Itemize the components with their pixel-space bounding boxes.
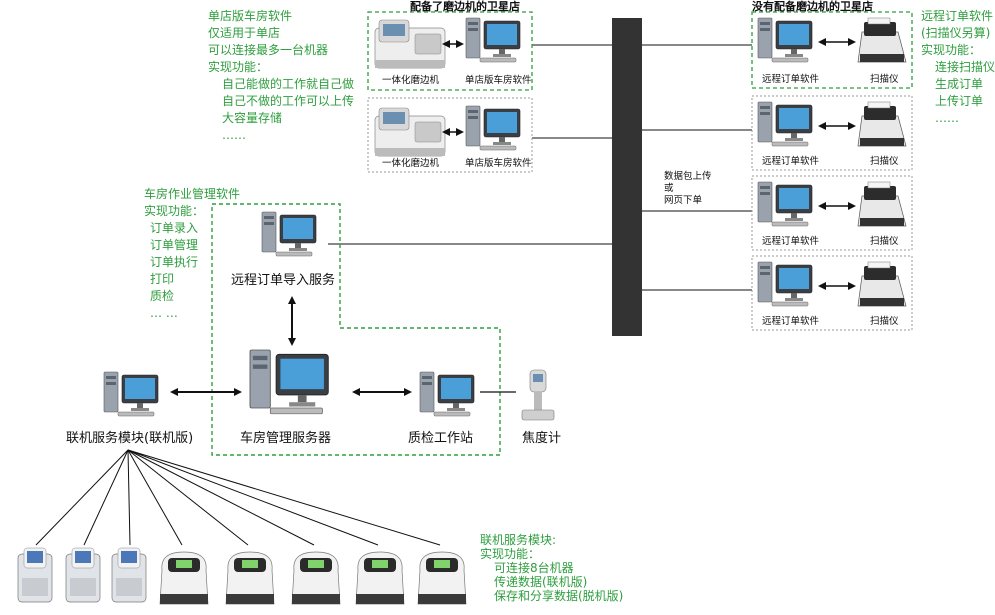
pc-label: 单店版车房软件 [465, 157, 532, 169]
svg-text:自己能做的工作就自己做: 自己能做的工作就自己做 [222, 76, 354, 91]
shop-with-edger-group-2 [367, 97, 533, 173]
svg-text:上传订单: 上传订单 [935, 93, 983, 108]
svg-text:订单执行: 订单执行 [150, 255, 198, 269]
small-edger-machine [111, 547, 147, 603]
remote-order-pc [757, 17, 813, 63]
online-module-note: 联机服务模块: 实现功能： 可连接8台机器 传递数据(联机版) 保存和分享数据(… [480, 532, 623, 603]
large-edger-machine [291, 551, 341, 605]
scanner-label: 扫描仪 [870, 315, 899, 327]
remote-order-pc [757, 261, 813, 307]
remote-order-label: 远程订单软件 [762, 73, 820, 85]
remote-order-note: 远程订单软件 (扫描仪另算) 实现功能： 连接扫描仪 生成订单 上传订单 …… [921, 8, 995, 125]
svg-text:实现功能：: 实现功能： [208, 59, 268, 74]
backbone-bar [612, 18, 642, 336]
svg-text:质检: 质检 [150, 288, 174, 303]
online-module-label: 联机服务模块(联机版) [66, 430, 193, 446]
shop-with-edger-title: 配备了磨边机的卫星店 [410, 0, 520, 13]
workshop-server-pc [249, 349, 330, 415]
svg-text:可以连接最多一台机器: 可以连接最多一台机器 [208, 42, 328, 57]
svg-text:订单管理: 订单管理 [150, 237, 198, 252]
svg-text:实现功能：: 实现功能： [480, 546, 540, 561]
scanner-label: 扫描仪 [870, 155, 899, 167]
backbone-links [328, 44, 752, 291]
svg-text:实现功能：: 实现功能： [144, 203, 204, 218]
remote-import-label: 远程订单导入服务 [231, 272, 335, 288]
svg-text:实现功能：: 实现功能： [921, 42, 981, 57]
shop-without-edger-group-3 [751, 175, 913, 251]
scanner-label: 扫描仪 [870, 235, 899, 247]
qc-station-label: 质检工作站 [408, 431, 473, 446]
svg-text:单店版车房软件: 单店版车房软件 [208, 8, 292, 23]
qc-station-pc [419, 371, 475, 417]
svg-text:仅适用于单店: 仅适用于单店 [208, 26, 280, 40]
shop-without-edger-group-4 [751, 255, 913, 331]
svg-text:传递数据(联机版): 传递数据(联机版) [494, 574, 587, 589]
scanner-icon [857, 101, 907, 147]
shop-without-edger-title: 没有配备磨边机的卫星店 [752, 0, 873, 13]
svg-text:……: …… [935, 111, 959, 125]
svg-text:连接扫描仪: 连接扫描仪 [935, 59, 995, 74]
remote-import-pc [261, 211, 317, 257]
large-edger-machine [159, 551, 209, 605]
svg-text:……: …… [222, 128, 246, 142]
backbone-label-line2: 或 [664, 182, 674, 194]
large-edger-machine [417, 551, 467, 605]
edger-machine [374, 107, 446, 157]
large-edger-machine [355, 551, 405, 605]
svg-text:订单录入: 订单录入 [150, 221, 198, 235]
shop-without-edger-group [751, 11, 913, 89]
single-store-pc [465, 105, 521, 151]
svg-text:可连接8台机器: 可连接8台机器 [494, 560, 574, 575]
single-store-pc [465, 17, 521, 63]
scanner-icon [857, 261, 907, 307]
svg-text:自己不做的工作可以上传: 自己不做的工作可以上传 [222, 93, 354, 108]
online-module-links [35, 449, 441, 546]
backbone-label-line3: 网页下单 [664, 194, 703, 206]
online-module-pc [103, 371, 159, 417]
scanner-label: 扫描仪 [870, 73, 899, 85]
remote-order-label: 远程订单软件 [762, 235, 820, 247]
workshop-note: 车房作业管理软件 实现功能： 订单录入 订单管理 订单执行 打印 质检 … … [144, 186, 240, 320]
focimeter-label: 焦度计 [522, 430, 561, 446]
remote-order-label: 远程订单软件 [762, 155, 820, 167]
focimeter-icon [521, 369, 555, 421]
svg-text:大容量存储: 大容量存储 [222, 110, 282, 125]
shop-with-edger-group [367, 11, 533, 91]
svg-text:打印: 打印 [150, 272, 174, 286]
edger-label: 一体化磨边机 [382, 74, 440, 86]
backbone-label-line1: 数据包上传 [664, 170, 712, 182]
workshop-server-label: 车房管理服务器 [240, 430, 331, 446]
remote-order-pc [757, 101, 813, 147]
edger-machine [374, 19, 446, 69]
small-edger-machine [65, 547, 101, 603]
shop-without-edger-group-2 [751, 95, 913, 171]
small-edger-machine [17, 547, 53, 603]
svg-text:生成订单: 生成订单 [935, 77, 983, 91]
svg-text:(扫描仪另算): (扫描仪另算) [921, 25, 990, 40]
svg-text:远程订单软件: 远程订单软件 [921, 8, 993, 23]
scanner-icon [857, 17, 907, 63]
svg-text:联机服务模块:: 联机服务模块: [480, 532, 556, 547]
scanner-icon [857, 181, 907, 227]
workshop-area-outline [211, 203, 501, 456]
single-store-note: 单店版车房软件 仅适用于单店 可以连接最多一台机器 实现功能： 自己能做的工作就… [208, 8, 354, 142]
large-edger-machine [225, 551, 275, 605]
edger-label: 一体化磨边机 [382, 157, 440, 169]
remote-order-label: 远程订单软件 [762, 315, 820, 327]
svg-text:保存和分享数据(脱机版): 保存和分享数据(脱机版) [494, 588, 623, 603]
remote-order-pc [757, 181, 813, 227]
pc-label: 单店版车房软件 [465, 74, 532, 86]
svg-text:车房作业管理软件: 车房作业管理软件 [144, 186, 240, 201]
svg-text:… …: … … [150, 306, 178, 320]
